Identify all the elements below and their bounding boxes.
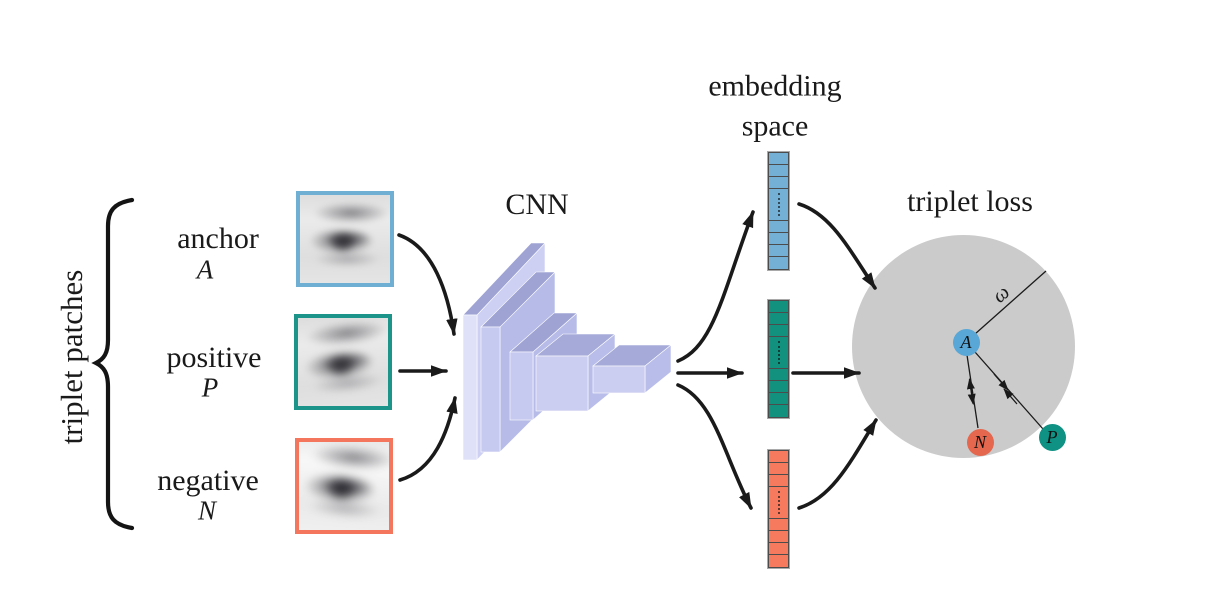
anchor-point-symbol: A [960,331,972,352]
negative-label: negative [157,464,259,498]
arrow-anchor-to-cnn [397,233,458,336]
vector-cell [769,257,788,269]
vector-cell [769,475,788,487]
vector-cell [769,325,788,337]
vector-cell [769,381,788,393]
vector-cell [769,543,788,555]
vector-cell [769,369,788,381]
ellipsis-dots [777,193,780,216]
cnn-blocks [462,242,672,461]
vector-cell [769,165,788,177]
positive-symbol: P [201,372,219,403]
negative-point-symbol: N [973,431,986,452]
vector-cell [769,301,788,313]
positive-label: positive [166,341,262,375]
negative-patch [295,438,393,534]
positive-patch [294,314,392,410]
vector-cell [769,245,788,257]
vector-cell [769,487,788,519]
triplet-brace [91,197,135,531]
positive-eye-image [298,318,388,406]
triplet-patches-label: triplet patches [54,269,89,445]
embedding-space-label: embedding space [708,69,842,142]
vector-cell [769,221,788,233]
triplet-loss-label: triplet loss [907,185,1033,219]
flow-arrows [397,202,878,510]
positive-embedding-vector [767,299,790,419]
negative-symbol: N [197,495,217,526]
vector-cell [769,337,788,369]
vector-cell [769,451,788,463]
vector-cell [769,555,788,567]
anchor-label: anchor [177,222,259,256]
positive-point: P [1038,423,1066,451]
vector-cell [769,153,788,165]
arrow-cnn-to-negative-vec [676,383,753,510]
negative-point: N [966,428,994,456]
vector-cell [769,177,788,189]
vector-cell [769,189,788,221]
arrow-anchor-vec-to-circle [797,202,877,290]
negative-embedding-vector [767,449,790,569]
vector-cell [769,233,788,245]
anchor-patch [296,191,394,287]
vector-cell [769,405,788,417]
negative-eye-image [299,442,389,530]
vector-cell [769,519,788,531]
ellipsis-dots [777,491,780,514]
cnn-label: CNN [505,188,569,222]
anchor-point: A [952,328,980,356]
arrow-cnn-to-anchor-vec [676,210,755,363]
arrow-negative-to-cnn [398,396,458,482]
vector-cell [769,531,788,543]
positive-point-symbol: P [1046,426,1058,447]
vector-cell [769,463,788,475]
ellipsis-dots [777,341,780,364]
anchor-eye-image [300,195,390,283]
vector-cell [769,313,788,325]
arrow-negative-vec-to-circle [797,418,878,510]
vector-cell [769,393,788,405]
anchor-embedding-vector [767,151,790,271]
anchor-symbol: A [196,254,214,285]
